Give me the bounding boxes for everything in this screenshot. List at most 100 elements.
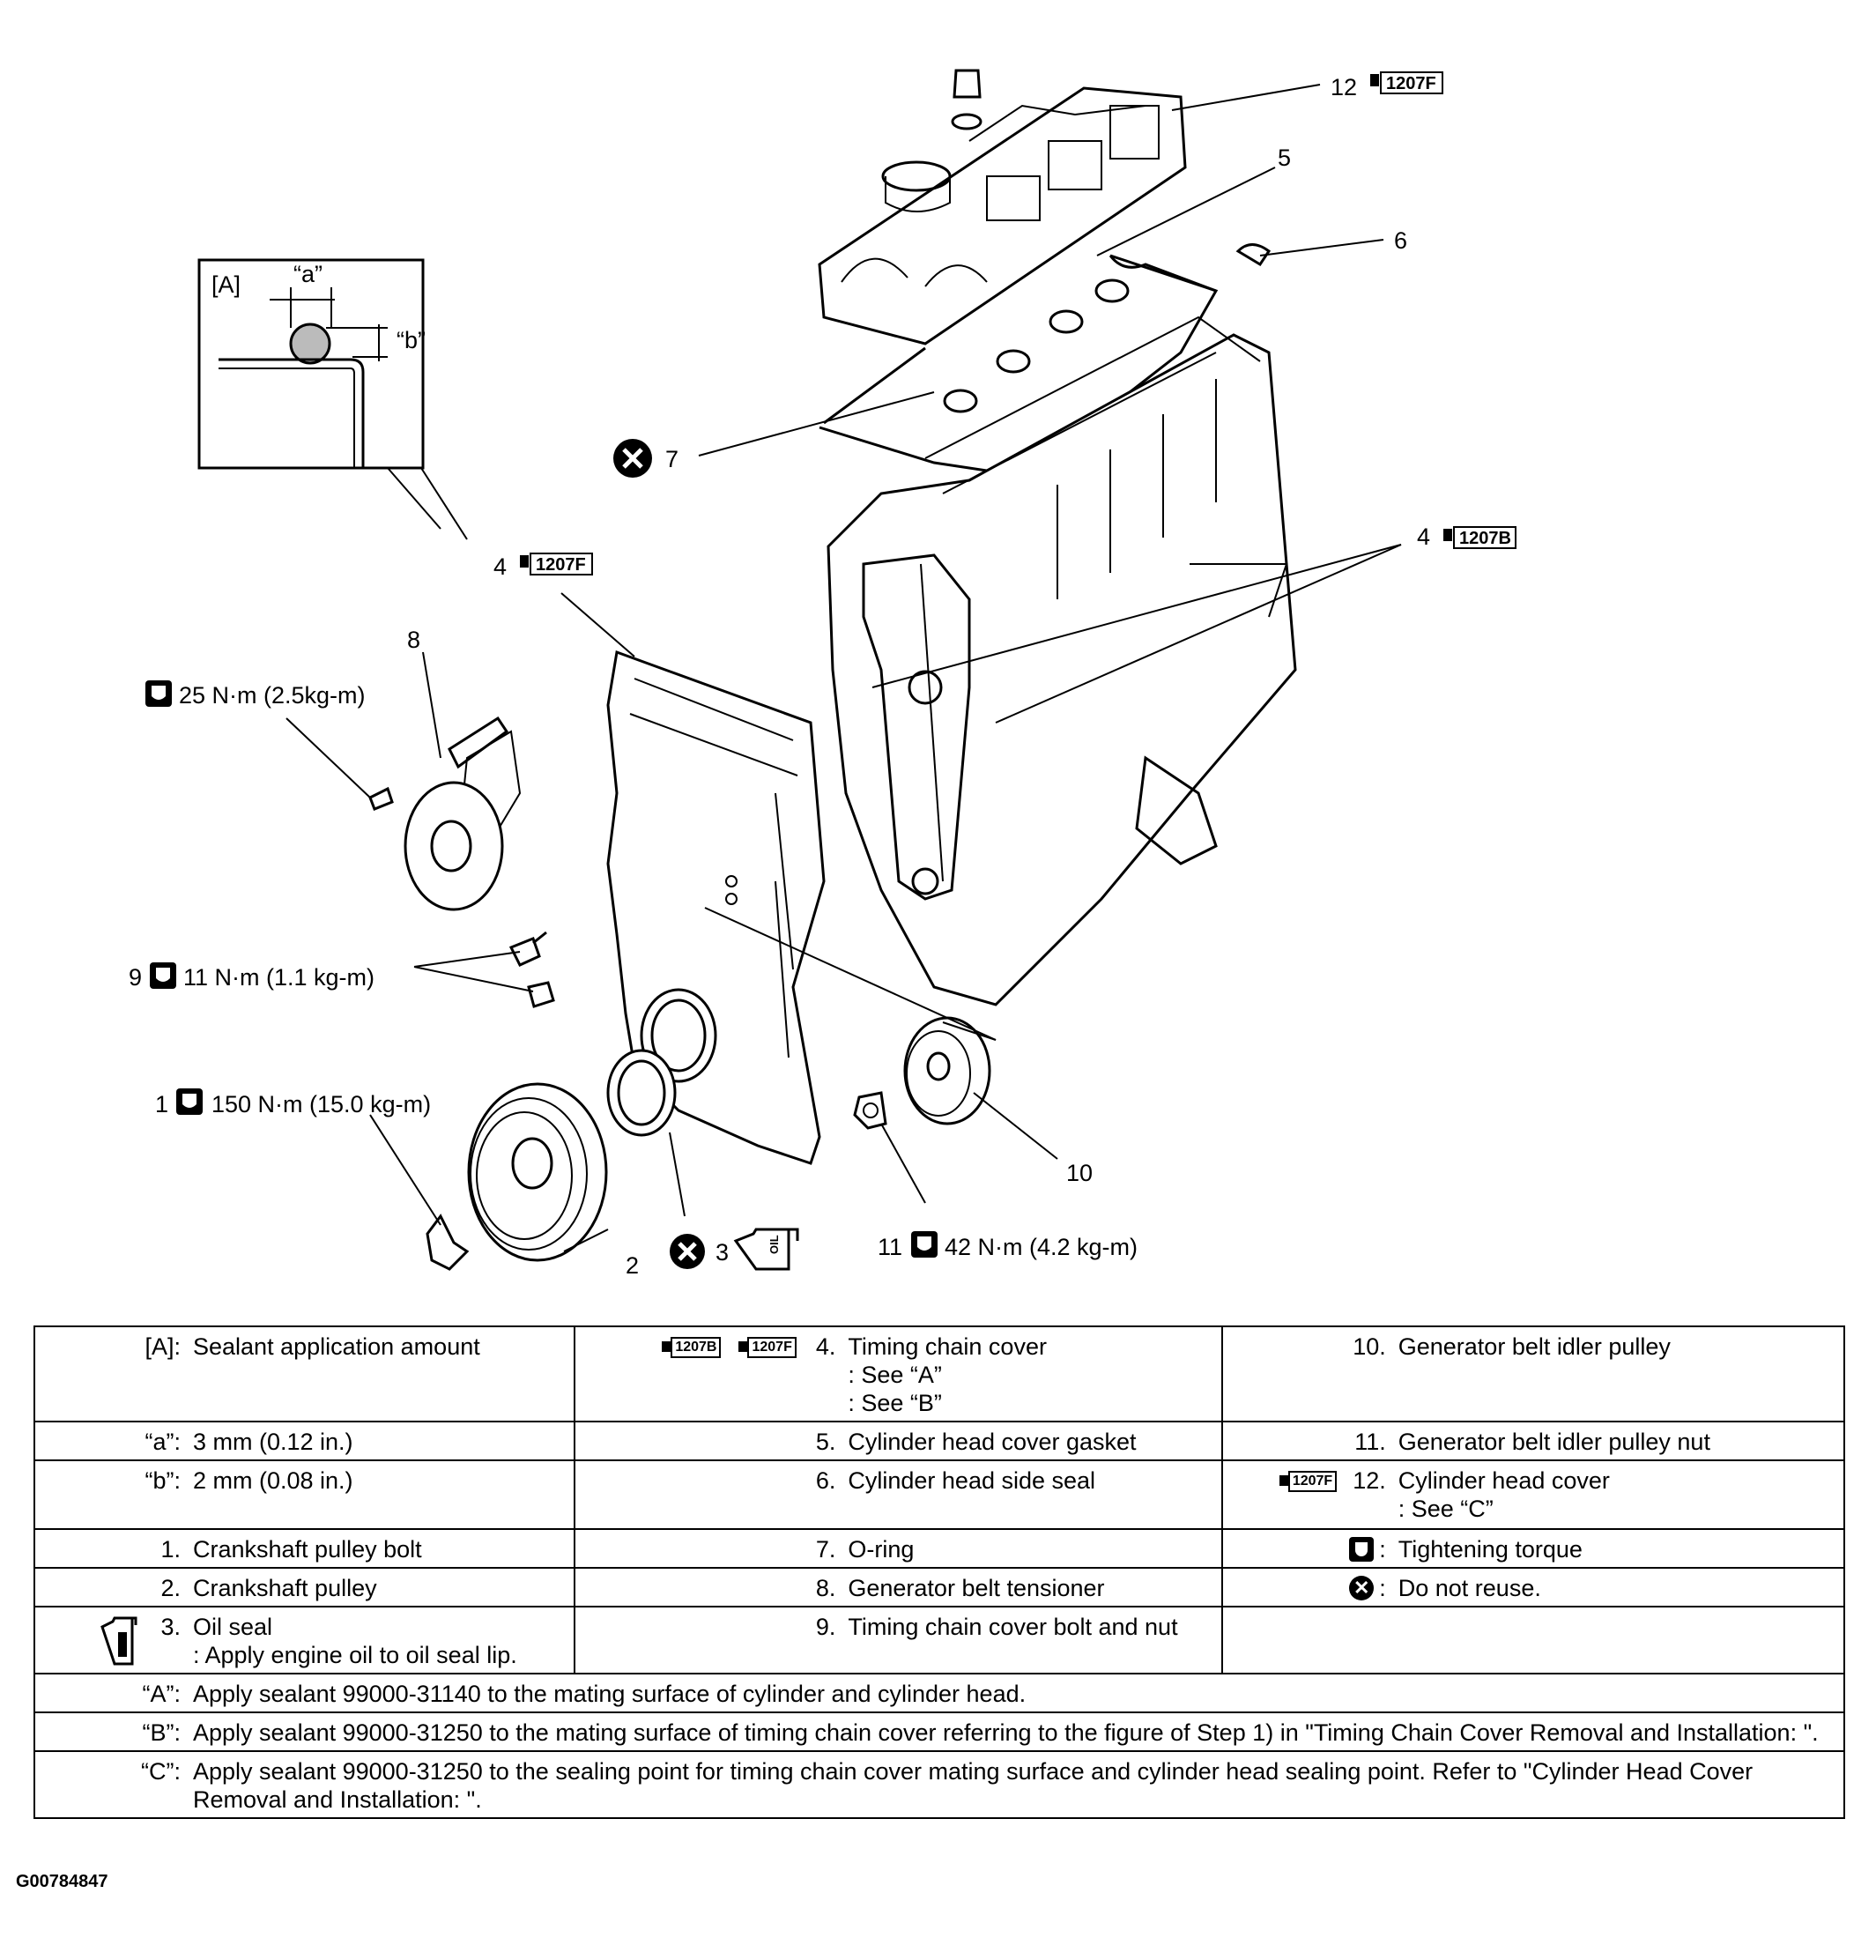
legend-num-5: 5. — [815, 1429, 836, 1455]
legend-text-o-ring: O-ring — [848, 1536, 915, 1563]
torque-icon-8 — [145, 680, 172, 707]
legend-row-5: 2. Crankshaft pulley 8. Generator belt t… — [33, 1567, 1846, 1607]
callout-11-torque: 42 N·m (4.2 kg-m) — [945, 1234, 1138, 1260]
sealant-code-12: 1207F — [1386, 74, 1436, 93]
legend-note-a: “A”: Apply sealant 99000-31140 to the ma… — [33, 1673, 1845, 1713]
legend-table: [A]: Sealant application amount 1207B 12… — [33, 1325, 1846, 1819]
idler-pulley — [853, 1016, 991, 1130]
callout-4-right: 4 — [1417, 523, 1430, 550]
legend-num-11: 11. — [1354, 1429, 1386, 1455]
sealant-code-f-icon-12: 1207F — [1279, 1471, 1338, 1492]
torque-icon — [1349, 1537, 1375, 1562]
callout-11: 11 — [878, 1234, 902, 1260]
legend-note-b: “B”: Apply sealant 99000-31250 to the ma… — [33, 1711, 1845, 1752]
note-text-a: Apply sealant 99000-31140 to the mating … — [193, 1681, 1027, 1707]
cover-bolt-and-nut — [508, 931, 555, 1008]
sealant-badge-4-right: 1207B — [1443, 526, 1516, 549]
legend-text-crankshaft-pulley: Crankshaft pulley — [193, 1575, 377, 1601]
figure-code: G00784847 — [16, 1872, 108, 1891]
legend-text-idler-pulley: Generator belt idler pulley — [1398, 1333, 1671, 1360]
note-mark-c: “C”: — [141, 1758, 181, 1785]
torque-icon-9 — [150, 962, 176, 989]
callout-9: 9 — [129, 964, 142, 991]
sealant-code-4-right: 1207B — [1459, 529, 1511, 548]
callout-7: 7 — [665, 446, 678, 472]
legend-colon-torque: : — [1379, 1536, 1386, 1563]
legend-text-cover-bolt-nut: Timing chain cover bolt and nut — [848, 1614, 1178, 1640]
legend-num-6: 6. — [815, 1467, 836, 1494]
callout-2: 2 — [626, 1252, 639, 1279]
legend-mark-a-small: “a”: — [145, 1429, 182, 1455]
legend-text-see-b: : See “B” — [848, 1390, 942, 1416]
legend-text-belt-tensioner: Generator belt tensioner — [848, 1575, 1105, 1601]
sealant-badge-4-left: 1207F — [520, 553, 593, 575]
legend-text-do-not-reuse: Do not reuse. — [1398, 1575, 1541, 1601]
legend-num-1: 1. — [160, 1536, 181, 1563]
legend-row-3: “b”: 2 mm (0.08 in.) 6. Cylinder head si… — [33, 1459, 1846, 1530]
legend-text-gasket: Cylinder head cover gasket — [848, 1429, 1137, 1455]
legend-mark-a: [A]: — [145, 1333, 181, 1360]
oil-can-label: OIL — [767, 1235, 781, 1254]
no-reuse-icon-3 — [670, 1234, 705, 1269]
callout-8: 8 — [407, 627, 420, 653]
legend-text-see-a: : See “A” — [848, 1362, 942, 1388]
engine-exploded-diagram: [A] “a” “b” — [129, 69, 1516, 1279]
no-reuse-icon — [613, 439, 652, 478]
sealant-badge-12: 1207F — [1370, 71, 1443, 94]
legend-row-6: 3. Oil seal : Apply engine oil to oil se… — [33, 1606, 1846, 1674]
legend-row-1: [A]: Sealant application amount 1207B 12… — [33, 1325, 1846, 1422]
leader-lines — [285, 84, 1402, 1252]
legend-text-see-c: : See “C” — [1398, 1496, 1494, 1522]
legend-mark-b-small: “b”: — [145, 1467, 182, 1494]
note-text-b: Apply sealant 99000-31250 to the mating … — [193, 1719, 1819, 1746]
note-text-c: Apply sealant 99000-31250 to the sealing… — [193, 1758, 1754, 1813]
no-reuse-legend-icon: ✕ — [1349, 1576, 1375, 1600]
callout-10: 10 — [1066, 1160, 1093, 1186]
inset-sealant-detail: [A] “a” “b” — [197, 258, 468, 540]
legend-num-8: 8. — [815, 1575, 836, 1601]
callout-3: 3 — [716, 1239, 729, 1266]
sealant-code-b-icon: 1207B — [662, 1337, 722, 1358]
callout-1-torque: 150 N·m (15.0 kg-m) — [211, 1091, 431, 1117]
legend-note-c: “C”: Apply sealant 99000-31250 to the se… — [33, 1750, 1845, 1819]
sealant-code-4-left: 1207F — [536, 555, 586, 575]
legend-num-7: 7. — [815, 1536, 836, 1563]
legend-num-3: 3. — [160, 1614, 181, 1640]
inset-a-label: “a” — [293, 261, 323, 287]
inset-title: [A] — [211, 271, 241, 298]
callout-12: 12 — [1331, 74, 1357, 100]
legend-text-side-seal: Cylinder head side seal — [848, 1467, 1096, 1494]
legend-text-tightening-torque: Tightening torque — [1398, 1536, 1583, 1563]
note-mark-a: “A”: — [142, 1681, 182, 1707]
generator-belt-tensioner — [368, 716, 522, 911]
callout-8-torque: 25 N·m (2.5kg-m) — [179, 682, 366, 709]
legend-row-2: “a”: 3 mm (0.12 in.) 5. Cylinder head co… — [33, 1421, 1846, 1461]
oil-seal — [606, 988, 717, 1137]
legend-text-apply-engine-oil: : Apply engine oil to oil seal lip. — [193, 1642, 517, 1668]
callout-4-left: 4 — [493, 553, 507, 580]
callout-6: 6 — [1394, 227, 1407, 254]
legend-num-12: 12. — [1353, 1467, 1386, 1494]
sealant-code-f-icon: 1207F — [738, 1337, 797, 1358]
callout-1: 1 — [155, 1091, 168, 1117]
legend-text-idler-nut: Generator belt idler pulley nut — [1398, 1429, 1710, 1455]
legend-text-timing-chain-cover: Timing chain cover — [848, 1333, 1047, 1360]
legend-text-head-cover: Cylinder head cover — [1398, 1467, 1610, 1494]
legend-text-b-value: 2 mm (0.08 in.) — [193, 1467, 353, 1494]
torque-icon-11 — [911, 1231, 938, 1258]
legend-num-9: 9. — [815, 1614, 836, 1640]
legend-text-a-value: 3 mm (0.12 in.) — [193, 1429, 353, 1455]
oil-can-legend-icon — [100, 1616, 137, 1666]
inset-b-label: “b” — [397, 327, 426, 353]
torque-icon-1 — [176, 1088, 203, 1115]
legend-num-2: 2. — [160, 1575, 181, 1601]
cylinder-head-cover — [818, 69, 1187, 345]
callout-5: 5 — [1278, 145, 1291, 171]
note-mark-b: “B”: — [142, 1719, 182, 1746]
callout-9-torque: 11 N·m (1.1 kg-m) — [183, 964, 374, 991]
engine-block — [827, 316, 1297, 1006]
legend-text-sealant-amount: Sealant application amount — [193, 1333, 480, 1360]
legend-text-pulley-bolt: Crankshaft pulley bolt — [193, 1536, 422, 1563]
legend-num-4: 4. — [815, 1333, 836, 1360]
oil-can-icon: OIL — [733, 1228, 799, 1271]
